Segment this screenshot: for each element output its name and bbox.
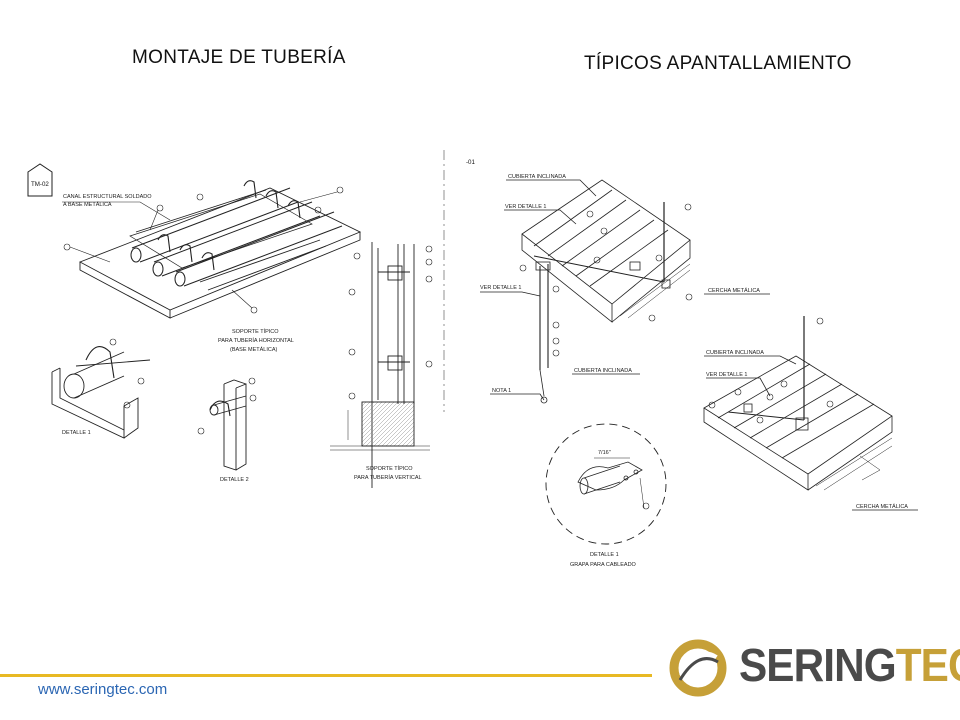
logo-wordmark-part1: SERING (739, 639, 897, 691)
label-cercha-1: CERCHA METÁLICA (708, 287, 760, 294)
tag-tm02: TM-02 (31, 181, 49, 188)
label-ver-detalle-a: VER DETALLE 1 (505, 204, 546, 210)
vertical-pipe-support-drawing (330, 242, 433, 488)
footer-url-link[interactable]: www.seringtec.com (38, 681, 168, 698)
label-detalle-grapa: DETALLE 1 (590, 552, 619, 558)
seringtec-logo: SERINGTEC (668, 634, 960, 698)
detail-grapa-drawing (545, 423, 667, 545)
label-soporte-v-1: SOPORTE TÍPICO (366, 465, 413, 472)
label-cubierta-1: CUBIERTA INCLINADA (508, 174, 566, 180)
horizontal-pipe-support-drawing (27, 163, 362, 319)
label-canal-1: CANAL ESTRUCTURAL SOLDADO (63, 194, 152, 200)
footer-accent-line (0, 674, 652, 677)
tag-01: -01 (466, 159, 476, 166)
detail-1-drawing (51, 338, 151, 439)
title-montaje-tuberia: MONTAJE DE TUBERÍA (132, 47, 346, 68)
label-ver-detalle-b: VER DETALLE 1 (480, 285, 521, 291)
label-detalle-2: DETALLE 2 (220, 477, 249, 483)
logo-emblem-icon (669, 639, 727, 697)
label-cercha-2: CERCHA METÁLICA (856, 503, 908, 510)
label-soporte-h-2: PARA TUBERÍA HORIZONTAL (218, 337, 294, 344)
title-tipicos-apantallamiento: TÍPICOS APANTALLAMIENTO (584, 53, 852, 74)
label-ver-detalle-c: VER DETALLE 1 (706, 372, 747, 378)
label-detalle-1: DETALLE 1 (62, 430, 91, 436)
label-cubierta-2: CUBIERTA INCLINADA (574, 368, 632, 374)
label-soporte-v-2: PARA TUBERÍA VERTICAL (354, 474, 422, 481)
logo-wordmark-part2: TEC (895, 639, 960, 691)
label-canal-2: A BASE METÁLICA (63, 201, 112, 208)
label-soporte-h-3: (BASE METÁLICA) (230, 346, 278, 353)
label-cubierta-3: CUBIERTA INCLINADA (706, 350, 764, 356)
label-fraccion: 7/16" (598, 450, 611, 456)
label-nota: NOTA 1 (492, 388, 511, 394)
label-soporte-h-1: SOPORTE TÍPICO (232, 328, 279, 335)
label-grapa: GRAPA PARA CABLEADO (570, 562, 637, 568)
lightning-shield-roof-2-drawing (703, 316, 918, 511)
logo-wordmark: SERINGTEC (739, 642, 960, 688)
detail-2-drawing (197, 377, 257, 471)
lightning-shield-roof-1-drawing (443, 150, 770, 412)
